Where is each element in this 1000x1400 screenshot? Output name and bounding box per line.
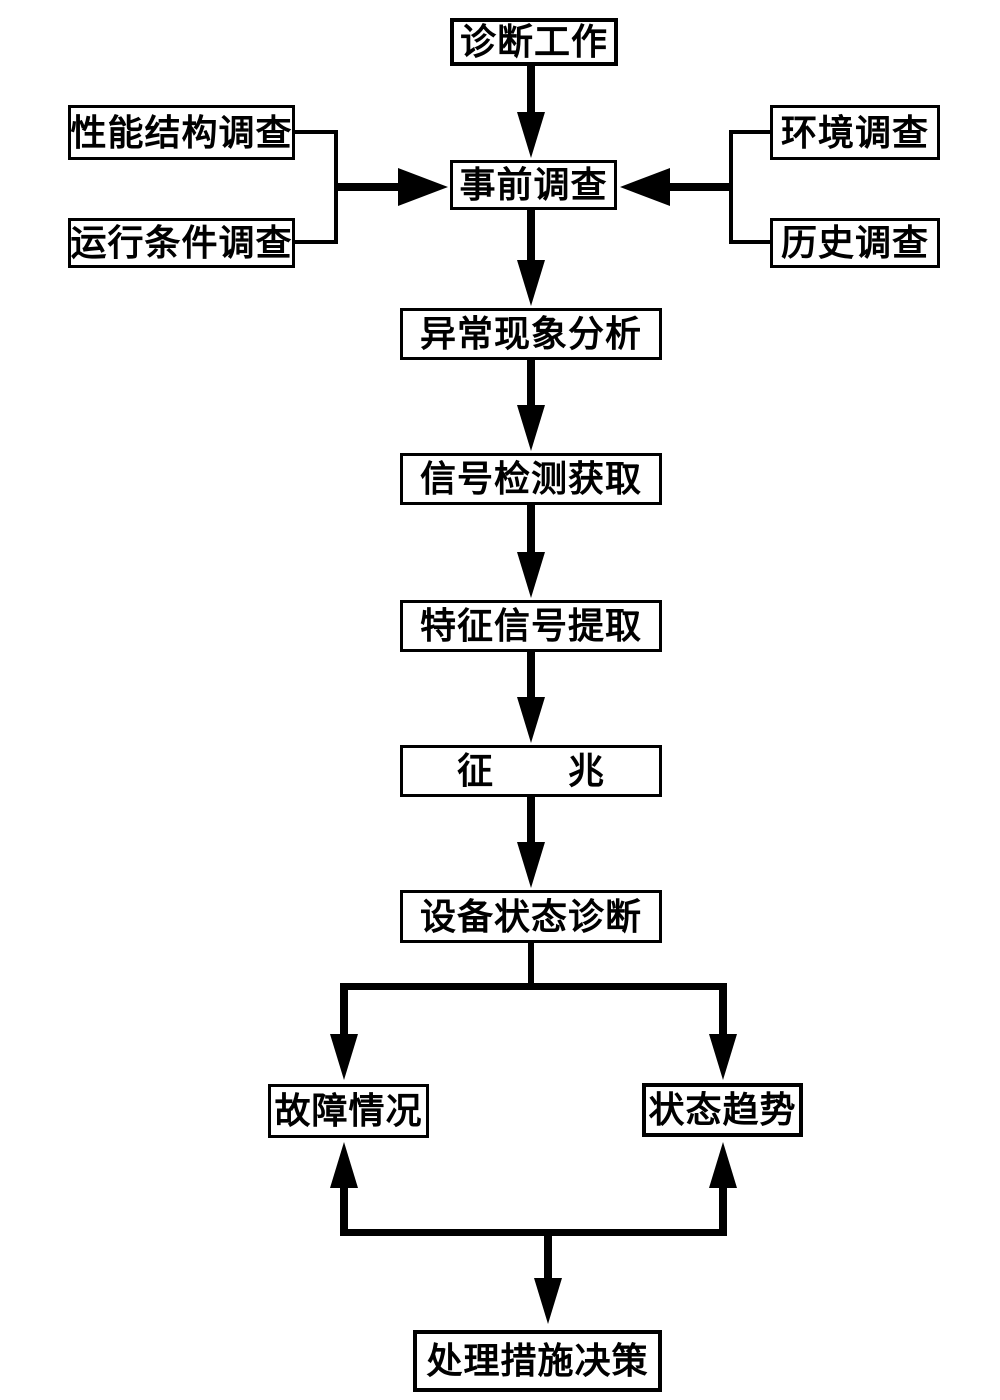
node-performance-structure-survey: 性能结构调查 [68, 105, 295, 160]
edge-right-to-presurvey-shaft [670, 183, 730, 191]
split-bar [340, 983, 727, 990]
edge-presurvey-to-abnormal-shaft [527, 210, 535, 262]
edge-environment-stub [733, 130, 770, 134]
node-history-survey: 历史调查 [770, 218, 940, 268]
edge-history-stub [733, 240, 770, 244]
edge-abnormal-to-signal-shaft [527, 360, 535, 407]
node-feature-signal-extraction: 特征信号提取 [400, 600, 662, 652]
node-diagnosis-work: 诊断工作 [450, 18, 618, 66]
edge-performance-stub [295, 130, 337, 134]
node-pre-survey: 事前调查 [450, 160, 617, 210]
edge-left-to-presurvey-arrowhead [398, 168, 448, 206]
node-equipment-state-diagnosis: 设备状态诊断 [400, 890, 662, 943]
edge-junction-to-decision-shaft [544, 1236, 552, 1280]
edge-equipment-to-split-shaft [528, 943, 534, 983]
edge-split-to-fault-shaft [340, 990, 348, 1036]
edge-junction-to-fault-shaft [340, 1186, 348, 1234]
edge-split-to-trend-shaft [719, 990, 727, 1036]
edge-operating-stub [295, 240, 337, 244]
node-signal-detection-acquisition: 信号检测获取 [400, 453, 662, 505]
edge-junction-to-fault-arrowhead [330, 1142, 358, 1188]
node-operating-condition-survey: 运行条件调查 [68, 218, 295, 268]
edge-signal-to-feature-arrowhead [517, 552, 545, 598]
junction-bar [340, 1229, 727, 1236]
node-state-trend: 状态趋势 [642, 1083, 803, 1137]
edge-abnormal-to-signal-arrowhead [517, 405, 545, 451]
edge-split-to-fault-arrowhead [330, 1034, 358, 1080]
edge-diagnosis-to-presurvey-arrowhead [517, 112, 545, 158]
node-treatment-decision: 处理措施决策 [413, 1330, 662, 1392]
edge-junction-to-decision-arrowhead [534, 1278, 562, 1324]
edge-symptom-to-equipment-arrowhead [517, 842, 545, 888]
edge-right-to-presurvey-arrowhead [620, 168, 670, 206]
edge-right-bracket [729, 130, 733, 244]
edge-symptom-to-equipment-shaft [527, 797, 535, 844]
edge-feature-to-symptom-arrowhead [517, 697, 545, 743]
node-fault-situation: 故障情况 [268, 1084, 429, 1138]
node-abnormal-phenomenon-analysis: 异常现象分析 [400, 308, 662, 360]
edge-split-to-trend-arrowhead [709, 1034, 737, 1080]
edge-left-to-presurvey-shaft [336, 183, 398, 191]
node-symptom: 征 兆 [400, 745, 662, 797]
edge-junction-to-trend-arrowhead [709, 1142, 737, 1188]
edge-junction-to-trend-shaft [719, 1186, 727, 1234]
edge-presurvey-to-abnormal-arrowhead [517, 260, 545, 306]
edge-feature-to-symptom-shaft [527, 652, 535, 699]
edge-diagnosis-to-presurvey-shaft [527, 66, 535, 114]
edge-signal-to-feature-shaft [527, 505, 535, 554]
node-environment-survey: 环境调查 [770, 105, 940, 160]
